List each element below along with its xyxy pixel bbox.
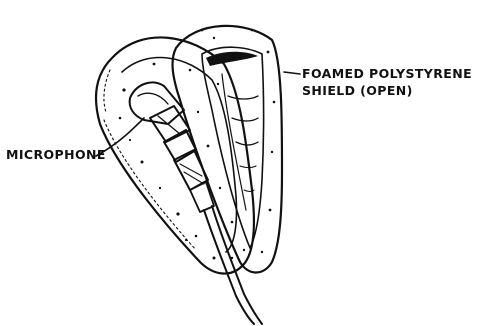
microphone-label: MICROPHONE — [6, 147, 106, 162]
shield-leader-line — [284, 72, 300, 74]
right-shield-half — [173, 26, 282, 273]
shield-label-line1: FOAMED POLYSTYRENE — [302, 66, 472, 81]
shield-label-line2: SHIELD (OPEN) — [302, 83, 413, 98]
